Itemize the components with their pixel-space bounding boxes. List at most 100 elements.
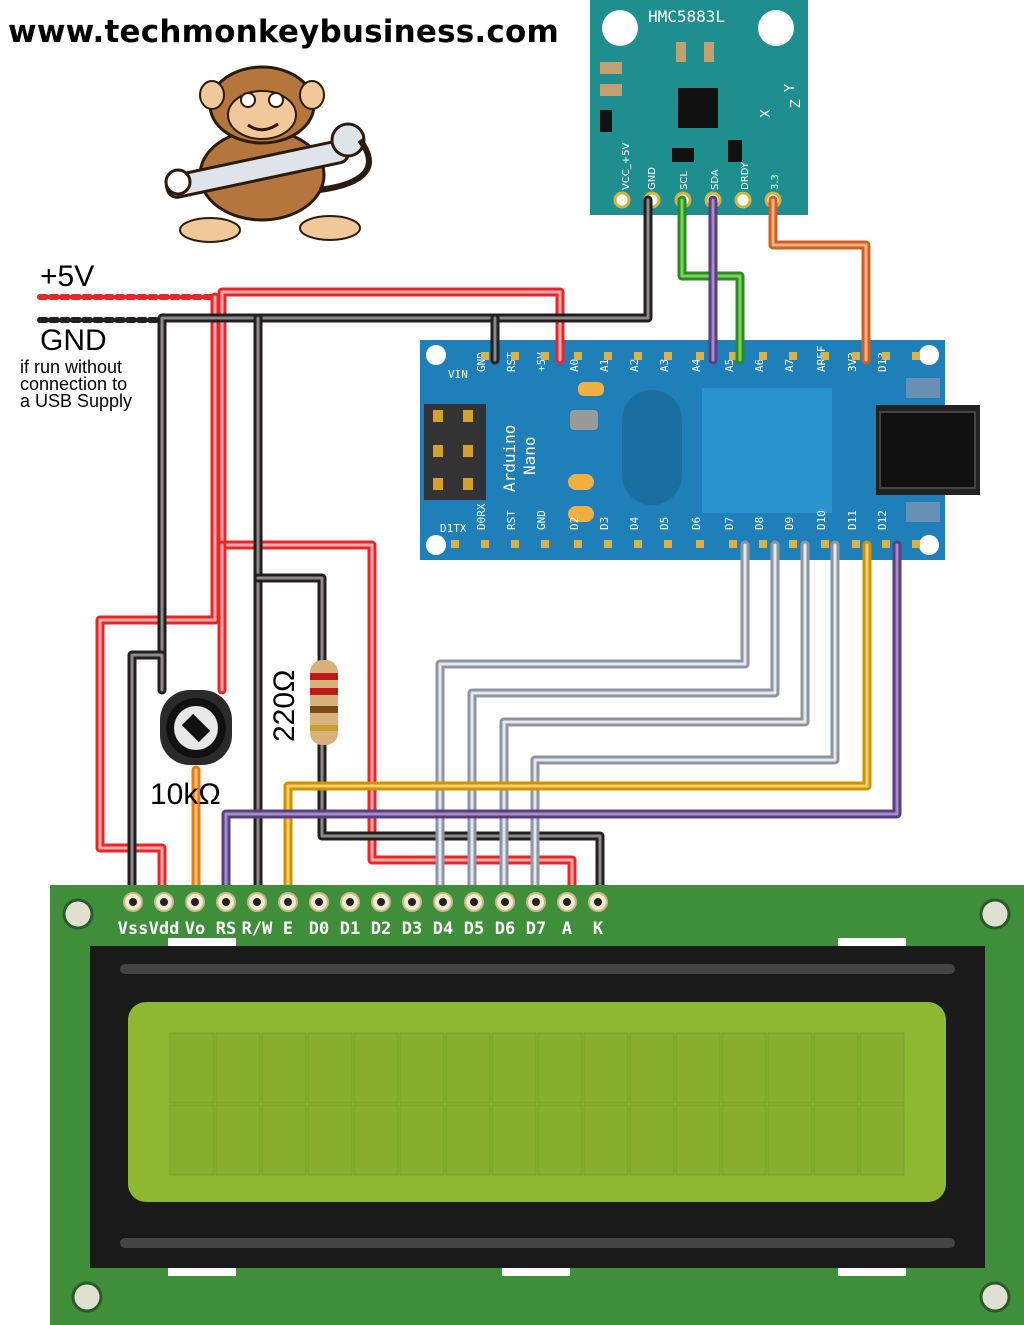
lcd-pin-hole (439, 898, 447, 906)
lcd-char-cell (445, 1032, 491, 1104)
nano-top-pad (759, 352, 767, 360)
nano-top-pad (882, 352, 890, 360)
lcd-char-cell (445, 1104, 491, 1176)
nano-bottom-pin-label: D4 (628, 516, 641, 530)
lcd-char-cell (629, 1032, 675, 1104)
wire-vss-inner (130, 653, 164, 907)
lcd-pin-label: D2 (371, 919, 391, 939)
potentiometer-value: 10kΩ (150, 778, 221, 811)
wire-d7-inner (533, 543, 837, 907)
nano-top-pin-label: A5 (723, 359, 736, 372)
arduino-name-line2: Nano (520, 436, 539, 475)
lcd-char-cell (721, 1104, 767, 1176)
lcd-pin-label: Vdd (149, 919, 180, 939)
nano-top-pin-label: A4 (690, 358, 703, 372)
lcd-pin-hole (501, 898, 509, 906)
nano-bottom-pin-label: GND (535, 510, 548, 530)
lcd-pin-label: D1 (340, 919, 360, 939)
lcd-char-cell (859, 1104, 905, 1176)
nano-bottom-pin-label: D2 (568, 517, 581, 530)
lcd-char-cell (813, 1104, 859, 1176)
lcd-char-cell (261, 1032, 307, 1104)
nano-bottom-pin-label: D9 (783, 517, 796, 530)
lcd-pin-label: D4 (433, 919, 453, 939)
lcd-pin-label: Vo (185, 919, 205, 939)
lcd-char-cell (169, 1032, 215, 1104)
sensor-axis-y: Y (783, 84, 798, 93)
sensor-pin-vcc: VCC_+5V (621, 142, 632, 190)
wire-vdd-inner (98, 295, 217, 907)
nano-top-pin-label: A2 (628, 359, 641, 372)
sensor-pin-drdy: DRDY (740, 161, 751, 190)
nano-top-pin-label: A0 (568, 359, 581, 372)
lcd-char-cell (767, 1032, 813, 1104)
nano-bottom-pad (511, 540, 519, 548)
lcd-pin-hole (346, 898, 354, 906)
lcd-pin-label: E (283, 919, 293, 939)
lcd-pin-label: A (562, 919, 572, 939)
nano-bottom-pad (541, 540, 549, 548)
nano-bottom-pin-label: D10 (815, 510, 828, 530)
nano-bottom-pad (882, 540, 890, 548)
arduino-name-line1: Arduino (500, 425, 519, 492)
lcd-char-cell (675, 1104, 721, 1176)
lcd-pin-hole (377, 898, 385, 906)
hmc5883l-module: HMC5883L X Y Z VCC_+5V GND SCL SDA DRDY … (590, 0, 808, 215)
nano-bottom-pad (729, 540, 737, 548)
lcd-pin-hole (532, 898, 540, 906)
nano-bottom-pad (451, 540, 459, 548)
nano-top-pad (696, 352, 704, 360)
nano-top-pin-label: A1 (598, 359, 611, 372)
lcd-char-cell (583, 1104, 629, 1176)
wire-gnd-inner (160, 198, 650, 692)
lcd-pin-hole (129, 898, 137, 906)
wire-d6 (499, 540, 810, 910)
sensor-name: HMC5883L (648, 7, 725, 26)
nano-bottom-pin-label: D11 (846, 510, 859, 530)
wire-e-inner (286, 543, 869, 907)
lcd-char-cell (537, 1104, 583, 1176)
nano-top-pad (511, 352, 519, 360)
lcd-pin-hole (470, 898, 478, 906)
nano-bottom-pad (481, 540, 489, 548)
lcd-char-cell (399, 1104, 445, 1176)
lcd-pin-label: R/W (242, 919, 273, 939)
nano-bottom-pad (852, 540, 860, 548)
nano-top-pad (729, 352, 737, 360)
wires (37, 195, 902, 910)
wire-res-top (253, 573, 327, 665)
plus5v-label: +5V (40, 260, 95, 293)
lcd-pin-hole (594, 898, 602, 906)
nano-bottom-pad (759, 540, 767, 548)
lcd-pin-hole (253, 898, 261, 906)
monkey-mascot (164, 65, 372, 243)
lcd-pin-hole (160, 898, 168, 906)
sensor-pin-3v3: 3.3 (770, 174, 781, 190)
lcd-pin-label: D0 (309, 919, 329, 939)
gnd-label: GND (40, 324, 107, 357)
nano-top-pad (604, 352, 612, 360)
lcd-pin-hole (563, 898, 571, 906)
lcd-char-cell (675, 1032, 721, 1104)
lcd-char-cell (537, 1032, 583, 1104)
gnd-note: if run without connection to a USB Suppl… (20, 358, 180, 410)
lcd-char-cell (491, 1104, 537, 1176)
nano-bottom-pad (604, 540, 612, 548)
nano-top-pad (912, 352, 920, 360)
nano-bottom-pin-label: D7 (723, 517, 736, 530)
nano-bottom-pad (821, 540, 829, 548)
nano-top-pin-label: A6 (753, 359, 766, 372)
website-title: www.techmonkeybusiness.com (8, 14, 559, 50)
lcd-char-cell (721, 1032, 767, 1104)
lcd-char-cell (583, 1032, 629, 1104)
sensor-pin-gnd: GND (647, 167, 658, 190)
nano-top-pad (541, 352, 549, 360)
resistor-value: 220Ω (268, 669, 301, 742)
sensor-axis-x: X (759, 109, 774, 118)
nano-bottom-pad (912, 540, 920, 548)
nano-bottom-pin-label: D3 (598, 517, 611, 530)
nano-bottom-pad (574, 540, 582, 548)
lcd-pin-label: D7 (526, 919, 546, 939)
